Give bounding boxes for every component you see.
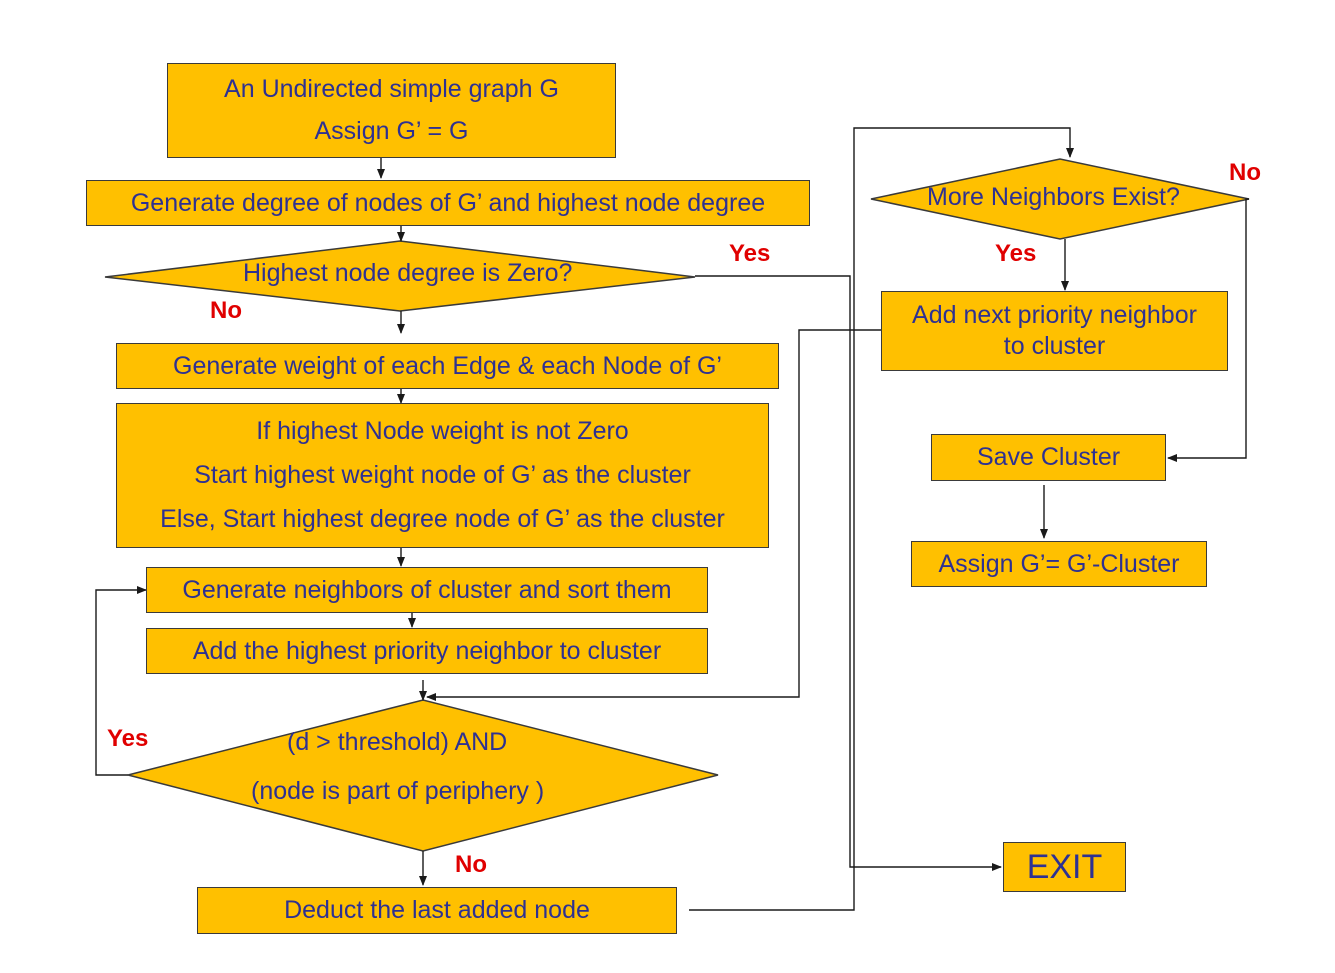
more-neighbors-decision-text: More Neighbors Exist?: [927, 183, 1180, 211]
deduct-box: Deduct the last added node: [197, 887, 677, 934]
zero-decision-shape: [104, 240, 696, 312]
exit-box-text: EXIT: [1026, 847, 1103, 886]
more-yes-label: Yes: [995, 240, 1037, 267]
start-cluster-box: If highest Node weight is not Zero Start…: [116, 403, 769, 548]
neighbors-box-text: Generate neighbors of cluster and sort t…: [182, 575, 672, 604]
save-cluster-box: Save Cluster: [931, 434, 1166, 481]
save-cluster-text: Save Cluster: [976, 443, 1121, 472]
add-priority-box-text: Add the highest priority neighbor to clu…: [192, 636, 662, 665]
start-cluster-line-1: If highest Node weight is not Zero: [256, 417, 629, 446]
threshold-yes-label: Yes: [107, 725, 149, 752]
neighbors-box: Generate neighbors of cluster and sort t…: [146, 567, 708, 613]
add-next-line-1: Add next priority neighbor: [912, 300, 1197, 329]
start-cluster-line-2: Start highest weight node of G’ as the c…: [194, 461, 691, 490]
assign-box: Assign G’= G’-Cluster: [911, 541, 1207, 587]
arrow-more-no-to-save: [1167, 198, 1249, 462]
weight-box: Generate weight of each Edge & each Node…: [116, 343, 779, 389]
assign-box-text: Assign G’= G’-Cluster: [938, 549, 1180, 578]
weight-box-text: Generate weight of each Edge & each Node…: [173, 351, 722, 380]
add-next-box: Add next priority neighbor to cluster: [881, 291, 1228, 371]
add-priority-box: Add the highest priority neighbor to clu…: [146, 628, 708, 674]
start-box-line-1: An Undirected simple graph G: [224, 75, 559, 104]
degree-box-text: Generate degree of nodes of G’ and highe…: [130, 188, 766, 217]
arrow-zero-yes-to-exit: [695, 275, 1002, 871]
threshold-decision-shape: [127, 699, 719, 852]
start-box-line-2: Assign G’ = G: [314, 117, 469, 146]
threshold-decision-line-2: (node is part of periphery ): [251, 777, 545, 805]
arrow-threshold-yes-loop: [95, 586, 147, 776]
exit-box: EXIT: [1003, 842, 1126, 892]
zero-yes-label: Yes: [729, 240, 771, 267]
degree-box: Generate degree of nodes of G’ and highe…: [86, 180, 810, 226]
deduct-box-text: Deduct the last added node: [284, 896, 590, 925]
zero-decision-text: Highest node degree is Zero?: [243, 259, 573, 287]
threshold-decision-line-1: (d > threshold) AND: [287, 728, 508, 756]
add-next-line-2: to cluster: [1003, 332, 1106, 360]
start-cluster-line-3: Else, Start highest degree node of G’ as…: [160, 505, 725, 534]
arrow-deduct-to-more-neighbors: [689, 127, 1074, 911]
more-no-label: No: [1229, 159, 1261, 186]
threshold-no-label: No: [455, 851, 487, 878]
start-box: An Undirected simple graph G Assign G’ =…: [167, 63, 616, 158]
zero-no-label: No: [210, 297, 242, 324]
arrow-add-next-to-threshold: [426, 329, 881, 701]
